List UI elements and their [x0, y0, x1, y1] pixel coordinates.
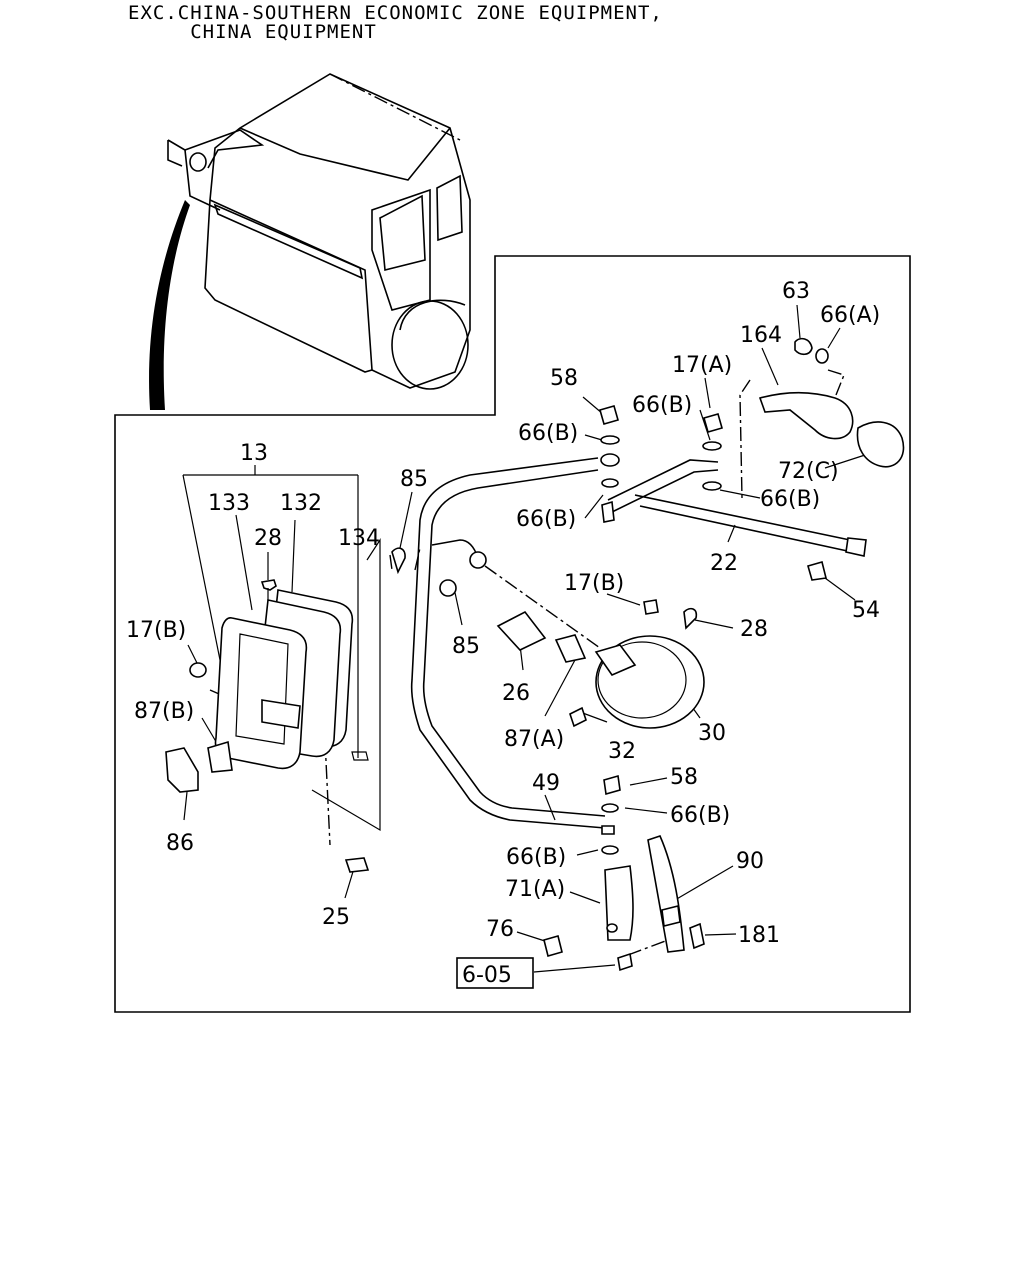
label-71a[interactable]: 71(A): [505, 877, 565, 902]
label-133[interactable]: 133: [208, 491, 250, 516]
cab-overview-illustration: [149, 73, 471, 410]
label-25[interactable]: 25: [322, 905, 350, 930]
label-63[interactable]: 63: [782, 279, 810, 304]
label-28-right[interactable]: 28: [740, 617, 768, 642]
label-66b-2[interactable]: 66(B): [516, 507, 576, 532]
label-132[interactable]: 132: [280, 491, 322, 516]
label-181[interactable]: 181: [738, 923, 780, 948]
upper-bracket: [599, 337, 905, 491]
label-134[interactable]: 134: [338, 526, 380, 551]
header-line-2: CHINA EQUIPMENT: [128, 21, 377, 43]
diagram-header: EXC.CHINA-SOUTHERN ECONOMIC ZONE EQUIPME…: [128, 4, 663, 42]
label-86[interactable]: 86: [166, 831, 194, 856]
label-66b-5[interactable]: 66(B): [670, 803, 730, 828]
label-30[interactable]: 30: [698, 721, 726, 746]
label-87a[interactable]: 87(A): [504, 727, 564, 752]
label-164[interactable]: 164: [740, 323, 782, 348]
mirror-stays: [410, 457, 867, 829]
label-49[interactable]: 49: [532, 771, 560, 796]
label-72c[interactable]: 72(C): [778, 459, 839, 484]
label-87b[interactable]: 87(B): [134, 699, 194, 724]
label-17b-left[interactable]: 17(B): [126, 618, 186, 643]
label-54[interactable]: 54: [852, 598, 880, 623]
leader-lines: [182, 304, 866, 973]
label-66a[interactable]: 66(A): [820, 303, 880, 328]
part-labels: 13 133 132 134 28 17(B) 87(B) 86 25 85 8…: [126, 279, 880, 988]
label-28-left[interactable]: 28: [254, 526, 282, 551]
label-17a[interactable]: 17(A): [672, 353, 732, 378]
label-32[interactable]: 32: [608, 739, 636, 764]
label-66b-1[interactable]: 66(B): [518, 421, 578, 446]
label-17b-mid[interactable]: 17(B): [564, 571, 624, 596]
label-66b-6[interactable]: 66(B): [506, 845, 566, 870]
header-line-1: EXC.CHINA-SOUTHERN ECONOMIC ZONE EQUIPME…: [128, 2, 663, 24]
label-85-top[interactable]: 85: [400, 467, 428, 492]
diagram-frame: [114, 255, 911, 1013]
mirror-assembly-left: [165, 579, 370, 873]
lower-bracket: [543, 774, 705, 972]
label-90[interactable]: 90: [736, 849, 764, 874]
ref-6-05-box[interactable]: [456, 957, 534, 989]
label-ref-6-05[interactable]: 6-05: [462, 963, 512, 988]
label-85-mid[interactable]: 85: [452, 634, 480, 659]
label-66b-3[interactable]: 66(B): [632, 393, 692, 418]
round-mirror: [391, 547, 705, 729]
label-76[interactable]: 76: [486, 917, 514, 942]
label-13[interactable]: 13: [240, 441, 268, 466]
label-22[interactable]: 22: [710, 551, 738, 576]
label-66b-4[interactable]: 66(B): [760, 487, 820, 512]
label-58-low[interactable]: 58: [670, 765, 698, 790]
label-26[interactable]: 26: [502, 681, 530, 706]
label-58-top[interactable]: 58: [550, 366, 578, 391]
